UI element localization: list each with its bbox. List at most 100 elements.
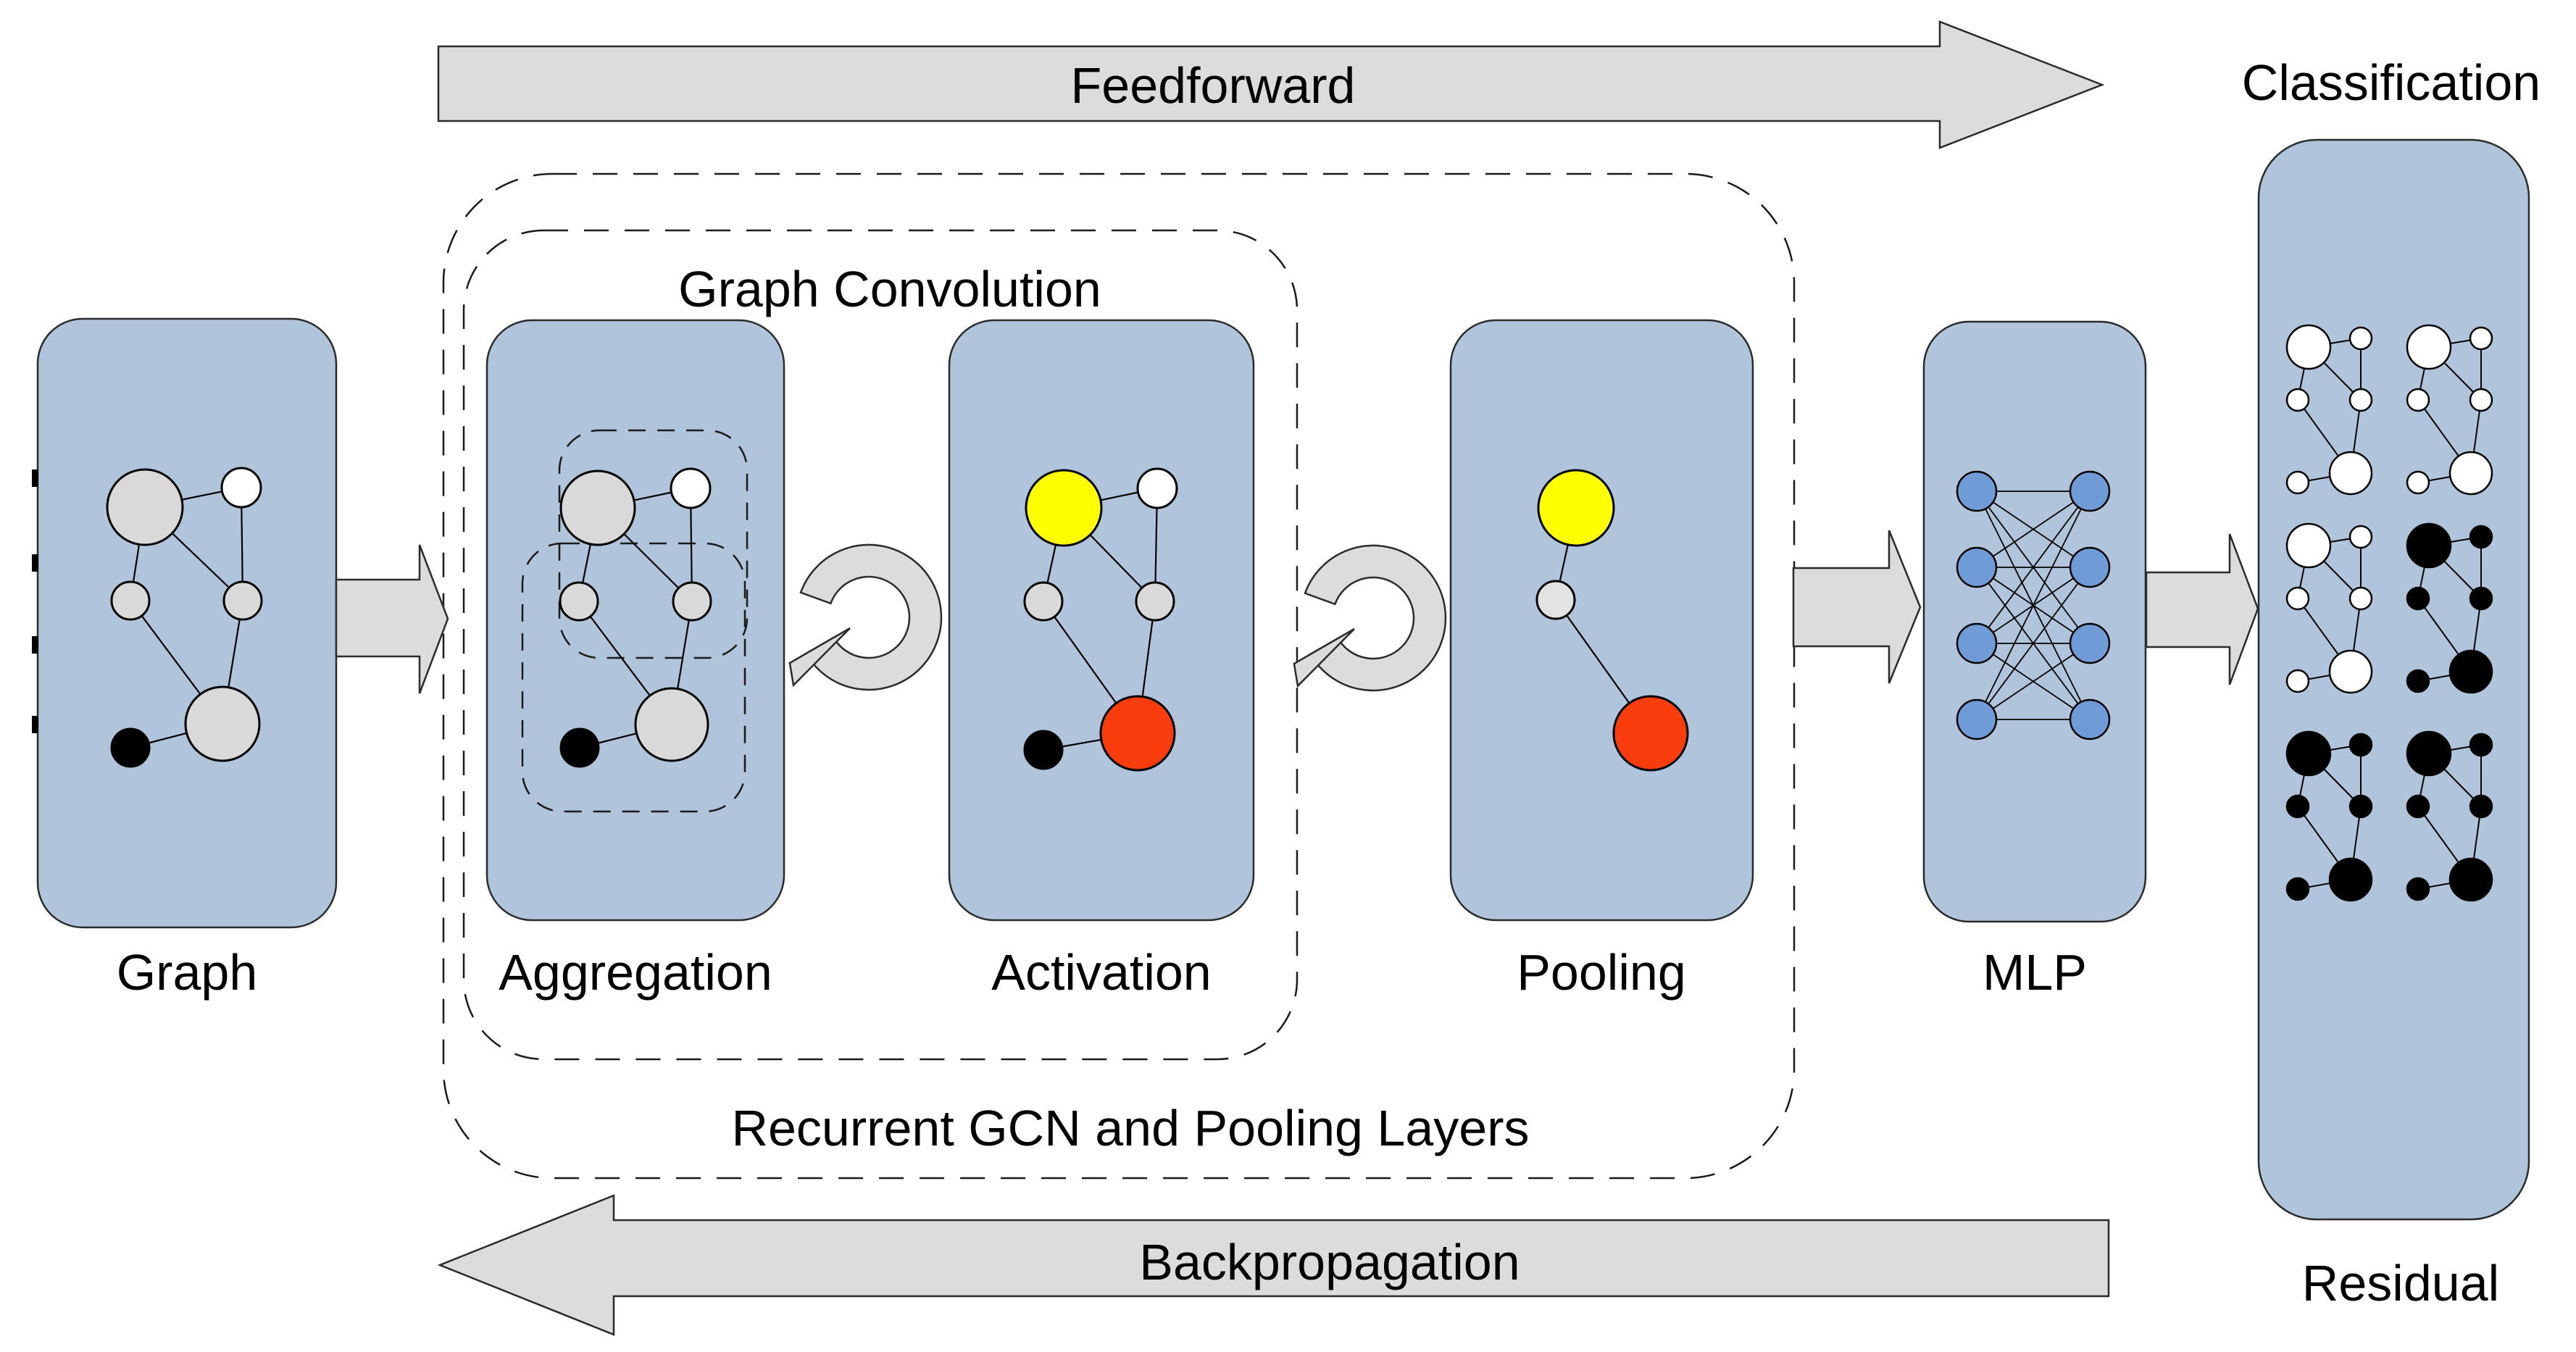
graph-convolution-label: Graph Convolution: [678, 261, 1101, 317]
residual-minigraph-row3-col2-node-1: [2406, 730, 2452, 777]
mlp-output-neuron-1: [2069, 470, 2111, 512]
graph-to-aggregation-arrow: [335, 544, 449, 694]
residual-minigraph-row3-col2: [2406, 730, 2493, 902]
mlp-input-neuron-4: [1956, 698, 1998, 740]
residual-minigraph-row1-col2-node-1: [2406, 324, 2452, 370]
residual-minigraph-row1-col1-node-5: [2285, 470, 2310, 495]
aggregation-graph-node-2: [670, 467, 712, 509]
recurrent-gcn-pooling-group-box: [442, 172, 1796, 1180]
residual-minigraph-row1-col2-node-6: [2448, 451, 2493, 496]
pooling-graph-node-1: [1537, 469, 1615, 547]
residual-label: Residual: [2302, 1255, 2499, 1311]
mlp-connection: [1976, 491, 2091, 720]
residual-minigraph-row3-col2-node-2: [2469, 733, 2493, 757]
mlp-connection: [1976, 643, 2091, 720]
activation-label: Activation: [991, 944, 1211, 1001]
activation-panel: [948, 319, 1255, 922]
graph-panel-graph-node-1: [106, 468, 184, 546]
residual-minigraph-row2-col1-node-3: [2285, 586, 2310, 611]
residual-minigraph-row1-col1: [2285, 324, 2373, 496]
residual-minigraphs-layer: [2285, 324, 2493, 902]
residual-minigraph-row1-col1-node-2: [2348, 326, 2373, 351]
pooling-panel: [1449, 319, 1754, 922]
aggregation-label: Aggregation: [499, 944, 772, 1001]
residual-minigraph-row3-col2-node-3: [2406, 794, 2430, 819]
residual-minigraph-row3-col1: [2285, 730, 2373, 902]
mlp-connection: [1976, 491, 2091, 568]
backpropagation-arrow: [437, 1194, 2110, 1336]
activation-graph-node-6: [1099, 695, 1176, 772]
dashed-group-boxes-layer: [442, 172, 1796, 1180]
mlp-input-neuron-3: [1956, 622, 1998, 664]
residual-panel: [2257, 138, 2530, 1221]
residual-minigraph-row2-col2-node-1: [2406, 522, 2452, 569]
graph-panel: [36, 317, 338, 929]
mlp-label: MLP: [1983, 944, 2087, 1001]
graph-panel-edge-tick-2: [32, 554, 38, 572]
residual-minigraph-row1-col1-node-1: [2285, 324, 2332, 370]
activation-graph-node-4: [1135, 581, 1175, 622]
residual-minigraph-row2-col2-node-4: [2469, 586, 2493, 611]
activation-graph-node-3: [1023, 581, 1064, 622]
residual-minigraph-row1-col2-node-2: [2469, 326, 2493, 351]
aggregation-graph-node-5: [559, 727, 600, 768]
mlp-output-neuron-3: [2069, 622, 2111, 664]
panel-boxes-layer: [36, 138, 2530, 1221]
graph-convolution-group-box: [462, 229, 1299, 1061]
residual-minigraph-row1-col2: [2406, 324, 2493, 496]
pooling-graph-node-2: [1535, 580, 1576, 620]
residual-minigraph-row1-col1-node-3: [2285, 388, 2310, 412]
residual-minigraph-row3-col2-node-5: [2406, 877, 2430, 901]
graph-panel-graph-node-3: [110, 580, 151, 621]
backpropagation-label: Backpropagation: [1139, 1234, 1520, 1290]
residual-minigraph-row1-col2-node-5: [2406, 470, 2430, 495]
residual-minigraph-row2-col2-node-2: [2469, 525, 2493, 549]
mlp-input-neuron-1: [1956, 470, 1998, 512]
residual-minigraph-row1-col2-node-4: [2469, 388, 2493, 412]
feedforward-label: Feedforward: [1071, 57, 1356, 114]
recurrent-loop-arrow-activation-pooling-head: [1293, 627, 1355, 688]
residual-minigraph-row3-col1-node-1: [2285, 730, 2332, 777]
residual-minigraph-row2-col2-node-3: [2406, 586, 2430, 611]
residual-minigraph-row1-col1-node-4: [2348, 388, 2373, 412]
recurrent-loop-arrow-aggregation-activation-ring: [799, 543, 943, 691]
residual-minigraph-row1-col2-node-3: [2406, 388, 2430, 412]
mlp-to-residual-arrow: [2145, 533, 2259, 685]
activation-graph-node-1: [1025, 469, 1103, 547]
graph-panel-edge-tick-4: [32, 716, 38, 733]
graph-motifs-layer: [106, 467, 1689, 772]
mlp-output-neuron-4: [2069, 698, 2111, 740]
graph-panel-graph-node-6: [184, 685, 261, 762]
graph-panel-graph-node-2: [220, 467, 262, 509]
recurrent-loop-arrow-activation-pooling: [1293, 544, 1447, 692]
activation-graph-node-5: [1023, 730, 1064, 770]
residual-minigraph-row3-col1-node-2: [2348, 733, 2373, 757]
recurrent-group-label: Recurrent GCN and Pooling Layers: [731, 1100, 1529, 1156]
pooling-graph-node-3: [1612, 695, 1689, 772]
residual-minigraph-row3-col1-node-4: [2348, 794, 2373, 819]
residual-minigraph-row2-col2-node-6: [2448, 649, 2493, 694]
flow-arrows-layer: [335, 20, 2259, 1336]
pooling-to-mlp-arrow: [1792, 530, 1922, 684]
residual-minigraph-row3-col1-node-3: [2285, 794, 2310, 819]
aggregation-graph-node-3: [559, 581, 599, 622]
mlp-network-layer: [1956, 470, 2111, 740]
edge-ticks-layer: [32, 470, 38, 733]
recurrence-loop-arrows-layer: [788, 543, 1447, 692]
residual-minigraph-row2-col1-node-6: [2328, 649, 2373, 694]
residual-minigraph-row1-col1-node-6: [2328, 451, 2373, 496]
aggregation-graph-node-6: [634, 687, 709, 762]
residual-minigraph-row3-col1-node-6: [2328, 857, 2373, 902]
recurrent-loop-arrow-activation-pooling-ring: [1304, 544, 1447, 692]
recurrent-loop-arrow-aggregation-activation-head: [788, 627, 851, 688]
residual-minigraph-row3-col2-node-6: [2448, 857, 2493, 902]
residual-minigraph-row2-col1: [2285, 522, 2373, 694]
mlp-input-neuron-2: [1956, 546, 1998, 588]
residual-minigraph-row2-col1-node-1: [2285, 522, 2332, 569]
graph-panel-edge-tick-1: [32, 470, 38, 487]
pooling-label: Pooling: [1517, 944, 1686, 1001]
residual-minigraph-row2-col1-node-2: [2348, 525, 2373, 549]
aggregation-graph-node-1: [559, 470, 636, 546]
mlp-panel: [1922, 320, 2147, 923]
